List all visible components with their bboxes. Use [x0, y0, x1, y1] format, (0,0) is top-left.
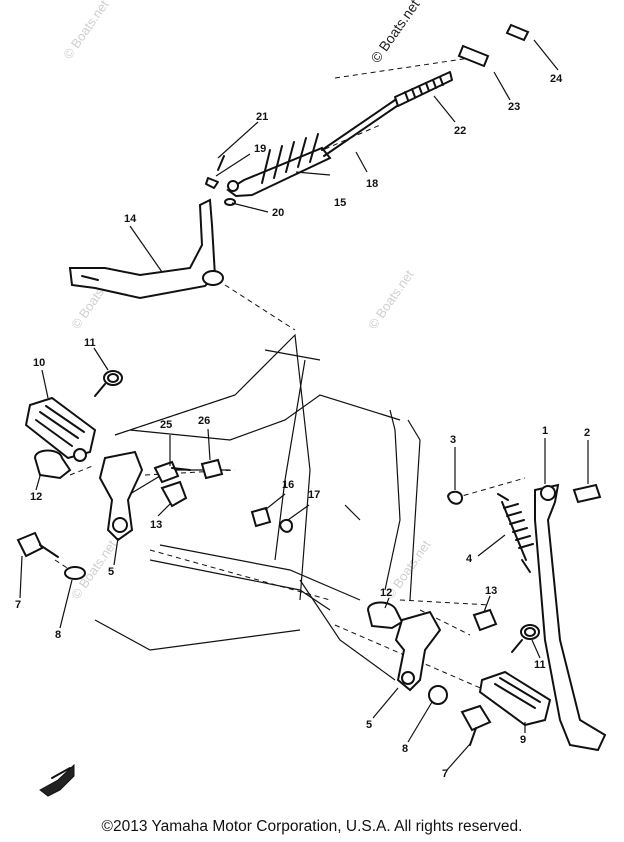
callout-5-left: 5 [108, 566, 114, 578]
callout-numbers: 1 2 3 4 5 5 7 7 8 8 9 10 11 11 12 12 13 … [15, 73, 590, 780]
callout-22: 22 [454, 125, 466, 137]
callout-21: 21 [256, 111, 268, 123]
callout-16: 16 [282, 479, 294, 491]
callout-18: 18 [366, 178, 378, 190]
callout-8-right: 8 [402, 743, 408, 755]
callout-10: 10 [33, 357, 45, 369]
brake-pedal-14 [68, 198, 224, 300]
copyright-notice: ©2013 Yamaha Motor Corporation, U.S.A. A… [101, 818, 523, 835]
callout-11-left: 11 [84, 337, 96, 349]
watermark-main: © Boats.net [367, 0, 422, 66]
leader-lines [19, 39, 589, 771]
left-bracket-parts [16, 449, 294, 580]
callout-11-right: 11 [534, 659, 546, 671]
watermark-center: © Boats.net [365, 267, 417, 332]
callout-13-right: 13 [485, 585, 497, 597]
watermark-top: © Boats.net [60, 0, 112, 62]
callout-9: 9 [520, 734, 526, 746]
callout-24: 24 [550, 73, 563, 85]
callout-7-left: 7 [15, 599, 21, 611]
callout-8-left: 8 [55, 629, 61, 641]
callout-15: 15 [334, 197, 346, 209]
callout-14: 14 [124, 213, 137, 225]
callout-12-left: 12 [30, 491, 42, 503]
callout-1: 1 [542, 425, 548, 437]
callout-20: 20 [272, 207, 284, 219]
cotter-pin-21 [205, 155, 236, 206]
brake-rod-assembly [226, 23, 530, 198]
callout-25: 25 [160, 419, 172, 431]
callout-17: 17 [308, 489, 320, 501]
callout-26: 26 [198, 415, 210, 427]
sidestand-1 [446, 483, 607, 752]
callout-12-right: 12 [380, 587, 392, 599]
frame-outline [54, 57, 526, 691]
callout-4: 4 [466, 553, 473, 565]
callout-3-right: 3 [450, 434, 456, 446]
sidestand-spring-4 [497, 493, 534, 573]
callout-23: 23 [508, 101, 520, 113]
footrest-left-10 [24, 396, 97, 462]
right-bracket-parts [366, 601, 552, 746]
callout-19: 19 [254, 143, 266, 155]
callout-7-right: 7 [442, 768, 448, 780]
callout-13-left: 13 [150, 519, 162, 531]
callout-2: 2 [584, 427, 590, 439]
spring-11-left [94, 370, 123, 397]
callout-5-right: 5 [366, 719, 372, 731]
model-badge-icon [39, 763, 75, 797]
